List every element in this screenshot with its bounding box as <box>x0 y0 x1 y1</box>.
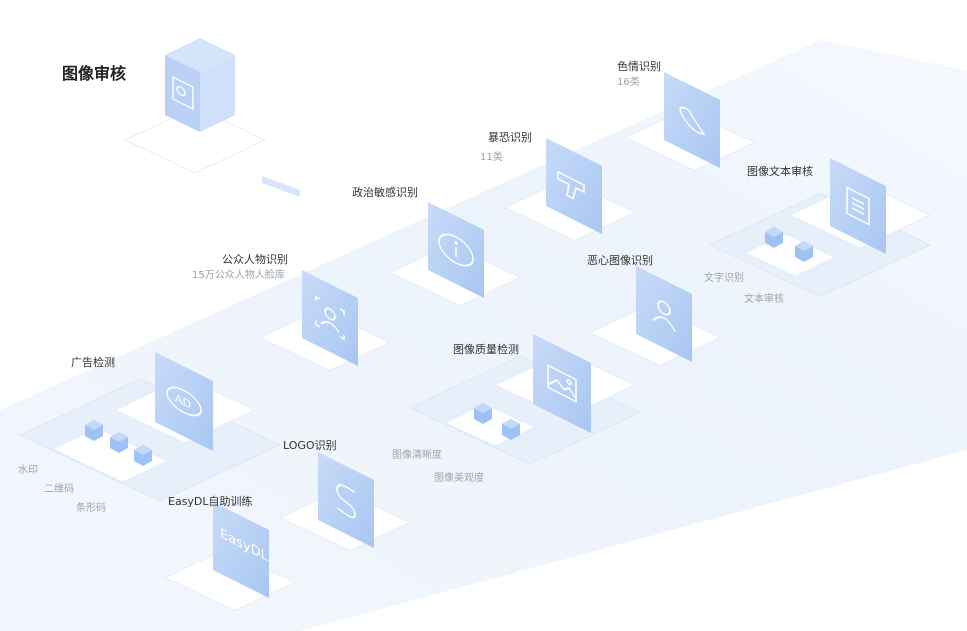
cube-top <box>134 445 152 455</box>
gun-icon <box>557 170 585 200</box>
public-figure-sub: 15万公众人物人脸库 <box>192 270 285 281</box>
image-text-sub-ocr: 文字识别 <box>704 273 744 284</box>
person-icon <box>652 300 676 332</box>
ad-sub-barcode: 条形码 <box>76 503 106 514</box>
document-icon <box>846 186 870 226</box>
image-text-label: 图像文本审核 <box>747 165 813 178</box>
terror-panel <box>546 138 602 234</box>
porn-label: 色情识别 <box>617 60 661 73</box>
ad-sub-watermark: 水印 <box>18 465 38 476</box>
ad-panel <box>155 352 213 451</box>
ad-group-plate <box>18 378 282 502</box>
quality-panel <box>533 334 591 433</box>
cube-top <box>502 419 520 429</box>
politics-label: 政治敏感识别 <box>352 186 418 199</box>
image-text-sub-review: 文本审核 <box>744 294 784 305</box>
background-band <box>0 40 967 631</box>
quality-sub-clarity: 图像清晰度 <box>392 450 442 461</box>
easydl-platform <box>163 548 297 612</box>
public-figure-label: 公众人物识别 <box>222 253 288 266</box>
porn-sub: 16类 <box>617 77 640 88</box>
quality-sub-aesthetics: 图像美观度 <box>434 473 484 484</box>
ad-sub-qrcode: 二维码 <box>44 484 74 495</box>
ad-cube-plate <box>51 427 169 483</box>
server-front <box>165 55 200 132</box>
easydl-label: EasyDL自助训练 <box>168 495 253 508</box>
logo-s-icon <box>336 484 356 519</box>
picture-icon <box>547 364 577 403</box>
logo-label: LOGO识别 <box>283 439 337 452</box>
page-title: 图像审核 <box>62 64 127 83</box>
public-figure-panel <box>302 270 358 366</box>
lips-icon <box>679 106 706 136</box>
cube-top <box>474 403 492 413</box>
connector-arrow <box>262 176 300 197</box>
terror-sub: 11类 <box>480 152 503 163</box>
cube-top <box>795 241 813 251</box>
server-side <box>200 55 235 132</box>
logo-panel <box>318 452 374 548</box>
terror-label: 暴恐识别 <box>488 131 532 144</box>
info-icon <box>438 233 474 267</box>
ad-label: 广告检测 <box>71 356 115 369</box>
server-icon <box>172 75 194 111</box>
cube-top <box>765 227 783 237</box>
disgusting-label: 恶心图像识别 <box>587 254 653 267</box>
easydl-panel <box>213 502 269 598</box>
cube-top <box>85 420 103 430</box>
cube-top <box>110 432 128 442</box>
porn-panel <box>664 72 720 168</box>
face-icon <box>315 295 345 341</box>
quality-label: 图像质量检测 <box>453 343 519 356</box>
quality-group-plate <box>408 355 642 465</box>
